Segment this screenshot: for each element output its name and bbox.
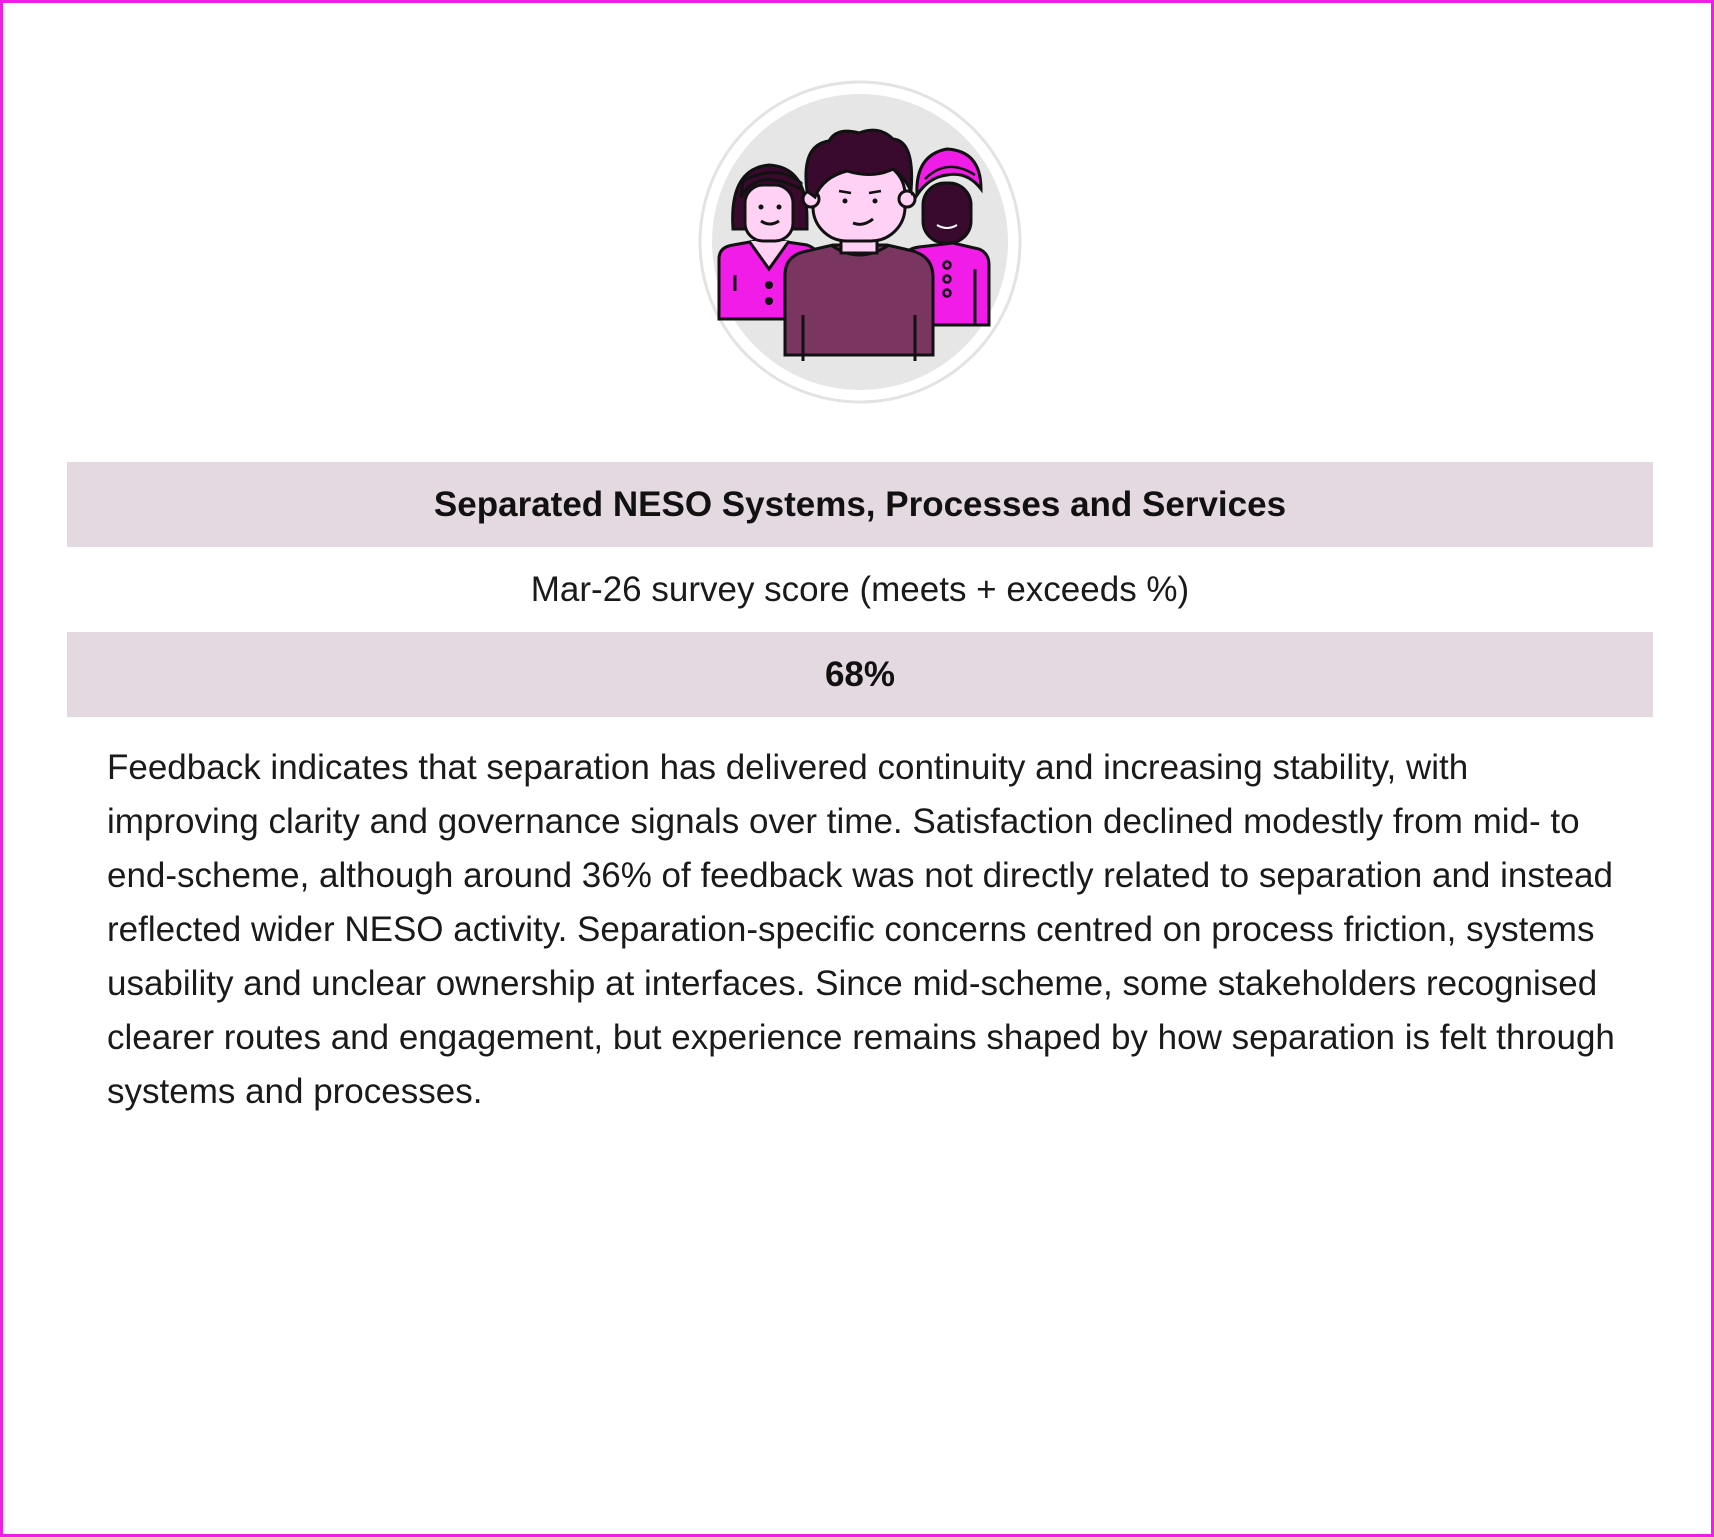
section-title: Separated NESO Systems, Processes and Se… — [433, 484, 1287, 524]
group-of-people-icon — [697, 79, 1023, 405]
metric-label-text: Mar-26 survey score (meets + exceeds %) — [530, 569, 1190, 609]
section-title-band: Separated NESO Systems, Processes and Se… — [67, 462, 1653, 547]
score-band: 68% — [67, 632, 1653, 717]
metric-label: Mar-26 survey score (meets + exceeds %) — [67, 547, 1653, 632]
score-value: 68% — [824, 654, 896, 694]
summary-paragraph: Feedback indicates that separation has d… — [107, 748, 1615, 1111]
